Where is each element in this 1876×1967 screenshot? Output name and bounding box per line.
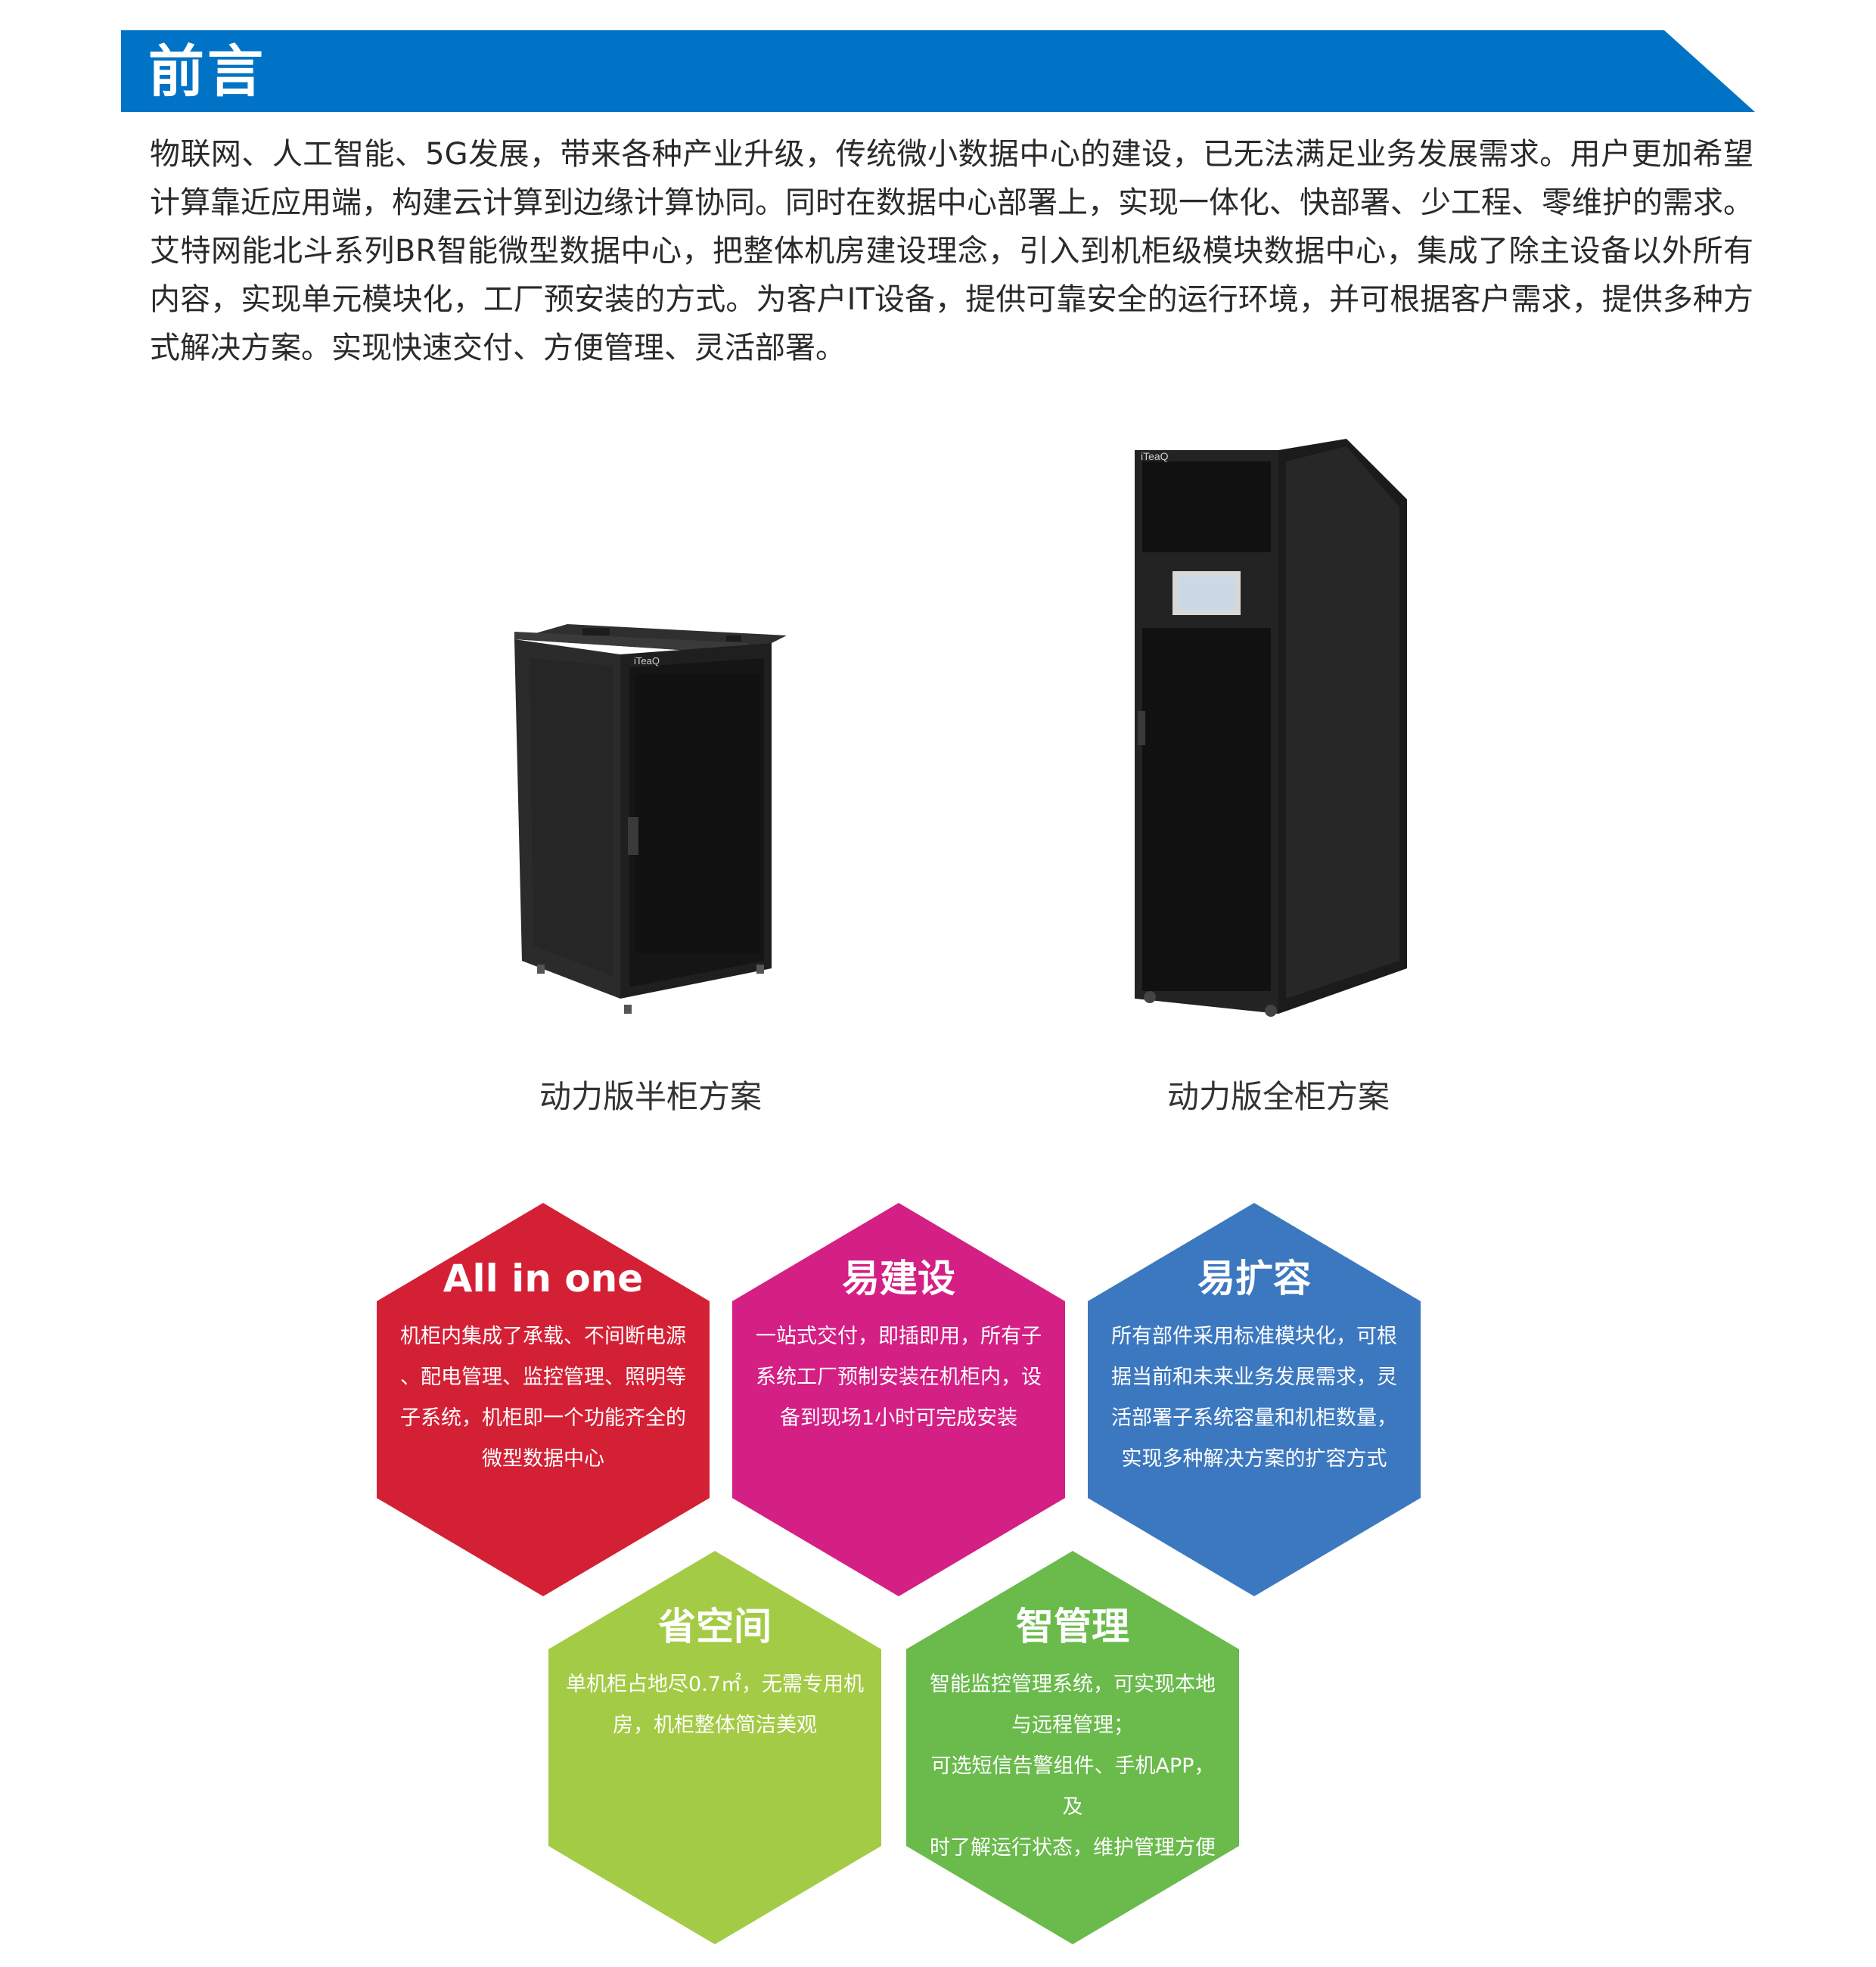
feature-description: 机柜内集成了承载、不间断电源 、配电管理、监控管理、照明等 子系统，机柜即一个功…: [400, 1325, 686, 1471]
feature-description: 一站式交付，即插即用，所有子 系统工厂预制安装在机柜内，设 备到现场1小时可完成…: [756, 1325, 1042, 1430]
feature-title: 易扩容: [1197, 1257, 1311, 1300]
feature-title: 智管理: [1016, 1605, 1129, 1648]
full-cabinet-image: iTeaQ: [1127, 439, 1430, 1024]
section-title: 前言: [148, 39, 266, 104]
feature-description: 所有部件采用标准模块化，可根 据当前和未来业务发展需求，灵 活部署子系统容量和机…: [1111, 1325, 1397, 1471]
feature-all-in-one: All in one 机柜内集成了承载、不间断电源 、配电管理、监控管理、照明等…: [377, 1203, 710, 1596]
feature-easy-build: 易建设 一站式交付，即插即用，所有子 系统工厂预制安装在机柜内，设 备到现场1小…: [732, 1203, 1065, 1596]
full-cabinet-caption: 动力版全柜方案: [1166, 1078, 1390, 1115]
brand-logo: iTeaQ: [634, 655, 660, 667]
banner-shape: [121, 30, 1755, 112]
feature-description: 单机柜占地尽0.7㎡，无需专用机 房，机柜整体简洁美观: [566, 1673, 864, 1737]
feature-description: 智能监控管理系统，可实现本地 与远程管理； 可选短信告警组件、手机APP，及 时…: [930, 1673, 1216, 1860]
feature-easy-expand: 易扩容 所有部件采用标准模块化，可根 据当前和未来业务发展需求，灵 活部署子系统…: [1088, 1203, 1421, 1596]
intro-paragraph: 艾特网能北斗系列BR智能微型数据中心，把整体机房建设理念，引入到机柜级模块数据中…: [150, 234, 1753, 365]
feature-title: 易建设: [842, 1257, 955, 1300]
half-cabinet-caption: 动力版半柜方案: [539, 1078, 762, 1115]
hex-shape: [548, 1551, 881, 1944]
feature-smart-manage: 智管理 智能监控管理系统，可实现本地 与远程管理； 可选短信告警组件、手机APP…: [906, 1551, 1239, 1944]
hex-shape: [732, 1203, 1065, 1596]
half-cabinet-image: iTeaQ: [499, 620, 802, 1017]
feature-title: All in one: [443, 1257, 644, 1300]
brand-logo: iTeaQ: [1141, 450, 1169, 462]
feature-title: 省空间: [658, 1605, 772, 1648]
section-banner: 前言: [121, 30, 1755, 112]
hex-shape: [1088, 1203, 1421, 1596]
intro-paragraph: 物联网、人工智能、5G发展，带来各种产业升级，传统微小数据中心的建设，已无法满足…: [150, 137, 1753, 220]
hex-shape: [906, 1551, 1239, 1944]
feature-save-space: 省空间 单机柜占地尽0.7㎡，无需专用机 房，机柜整体简洁美观: [548, 1551, 881, 1944]
intro-text: 物联网、人工智能、5G发展，带来各种产业升级，传统微小数据中心的建设，已无法满足…: [150, 130, 1753, 372]
hex-shape: [377, 1203, 710, 1596]
